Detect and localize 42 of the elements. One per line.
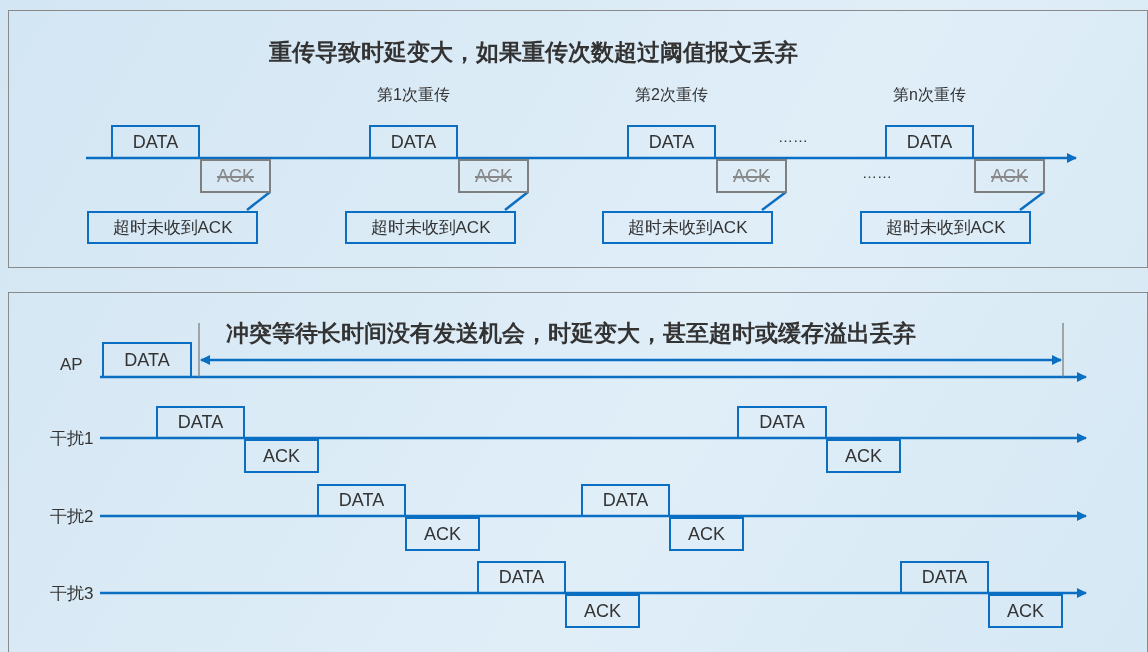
lost-ack-frame: ACK xyxy=(200,159,271,193)
frame-box: ACK xyxy=(565,594,640,628)
frame-box: DATA xyxy=(737,406,827,439)
frame-box: DATA xyxy=(581,484,670,517)
leader-line xyxy=(761,191,787,211)
leader-line xyxy=(504,191,529,211)
ellipsis: …… xyxy=(778,128,808,145)
callout-box: 超时未收到ACK xyxy=(602,211,773,244)
frame-box: DATA xyxy=(102,342,192,378)
frame-box: DATA xyxy=(317,484,406,517)
lane-label: AP xyxy=(60,355,83,375)
frame-box: DATA xyxy=(156,406,245,439)
leader-line xyxy=(1019,191,1045,211)
lane-label: 干扰1 xyxy=(50,428,94,450)
heading: 重传导致时延变大，如果重传次数超过阈值报文丢弃 xyxy=(269,38,798,67)
frame-box: DATA xyxy=(627,125,716,159)
panel xyxy=(8,10,1148,268)
lane-label: 干扰3 xyxy=(50,583,94,605)
lane-label: 干扰2 xyxy=(50,506,94,528)
lost-ack-frame: ACK xyxy=(716,159,787,193)
frame-box: ACK xyxy=(405,517,480,551)
frame-box: ACK xyxy=(988,594,1063,628)
node-label: 第1次重传 xyxy=(377,85,450,105)
frame-box: DATA xyxy=(477,561,566,594)
lost-ack-frame: ACK xyxy=(974,159,1045,193)
callout-box: 超时未收到ACK xyxy=(345,211,516,244)
callout-box: 超时未收到ACK xyxy=(860,211,1031,244)
frame-box: ACK xyxy=(826,439,901,473)
node-label: 第2次重传 xyxy=(635,85,708,105)
frame-box: ACK xyxy=(669,517,744,551)
node-label: 第n次重传 xyxy=(893,85,966,105)
lost-ack-frame: ACK xyxy=(458,159,529,193)
panel xyxy=(8,292,1148,652)
annotation-text: 冲突等待长时间没有发送机会，时延变大，甚至超时或缓存溢出丢弃 xyxy=(226,319,916,348)
leader-line xyxy=(246,191,271,211)
frame-box: DATA xyxy=(900,561,989,594)
ellipsis: …… xyxy=(862,164,892,181)
frame-box: DATA xyxy=(111,125,200,159)
frame-box: DATA xyxy=(885,125,974,159)
frame-box: ACK xyxy=(244,439,319,473)
callout-box: 超时未收到ACK xyxy=(87,211,258,244)
frame-box: DATA xyxy=(369,125,458,159)
